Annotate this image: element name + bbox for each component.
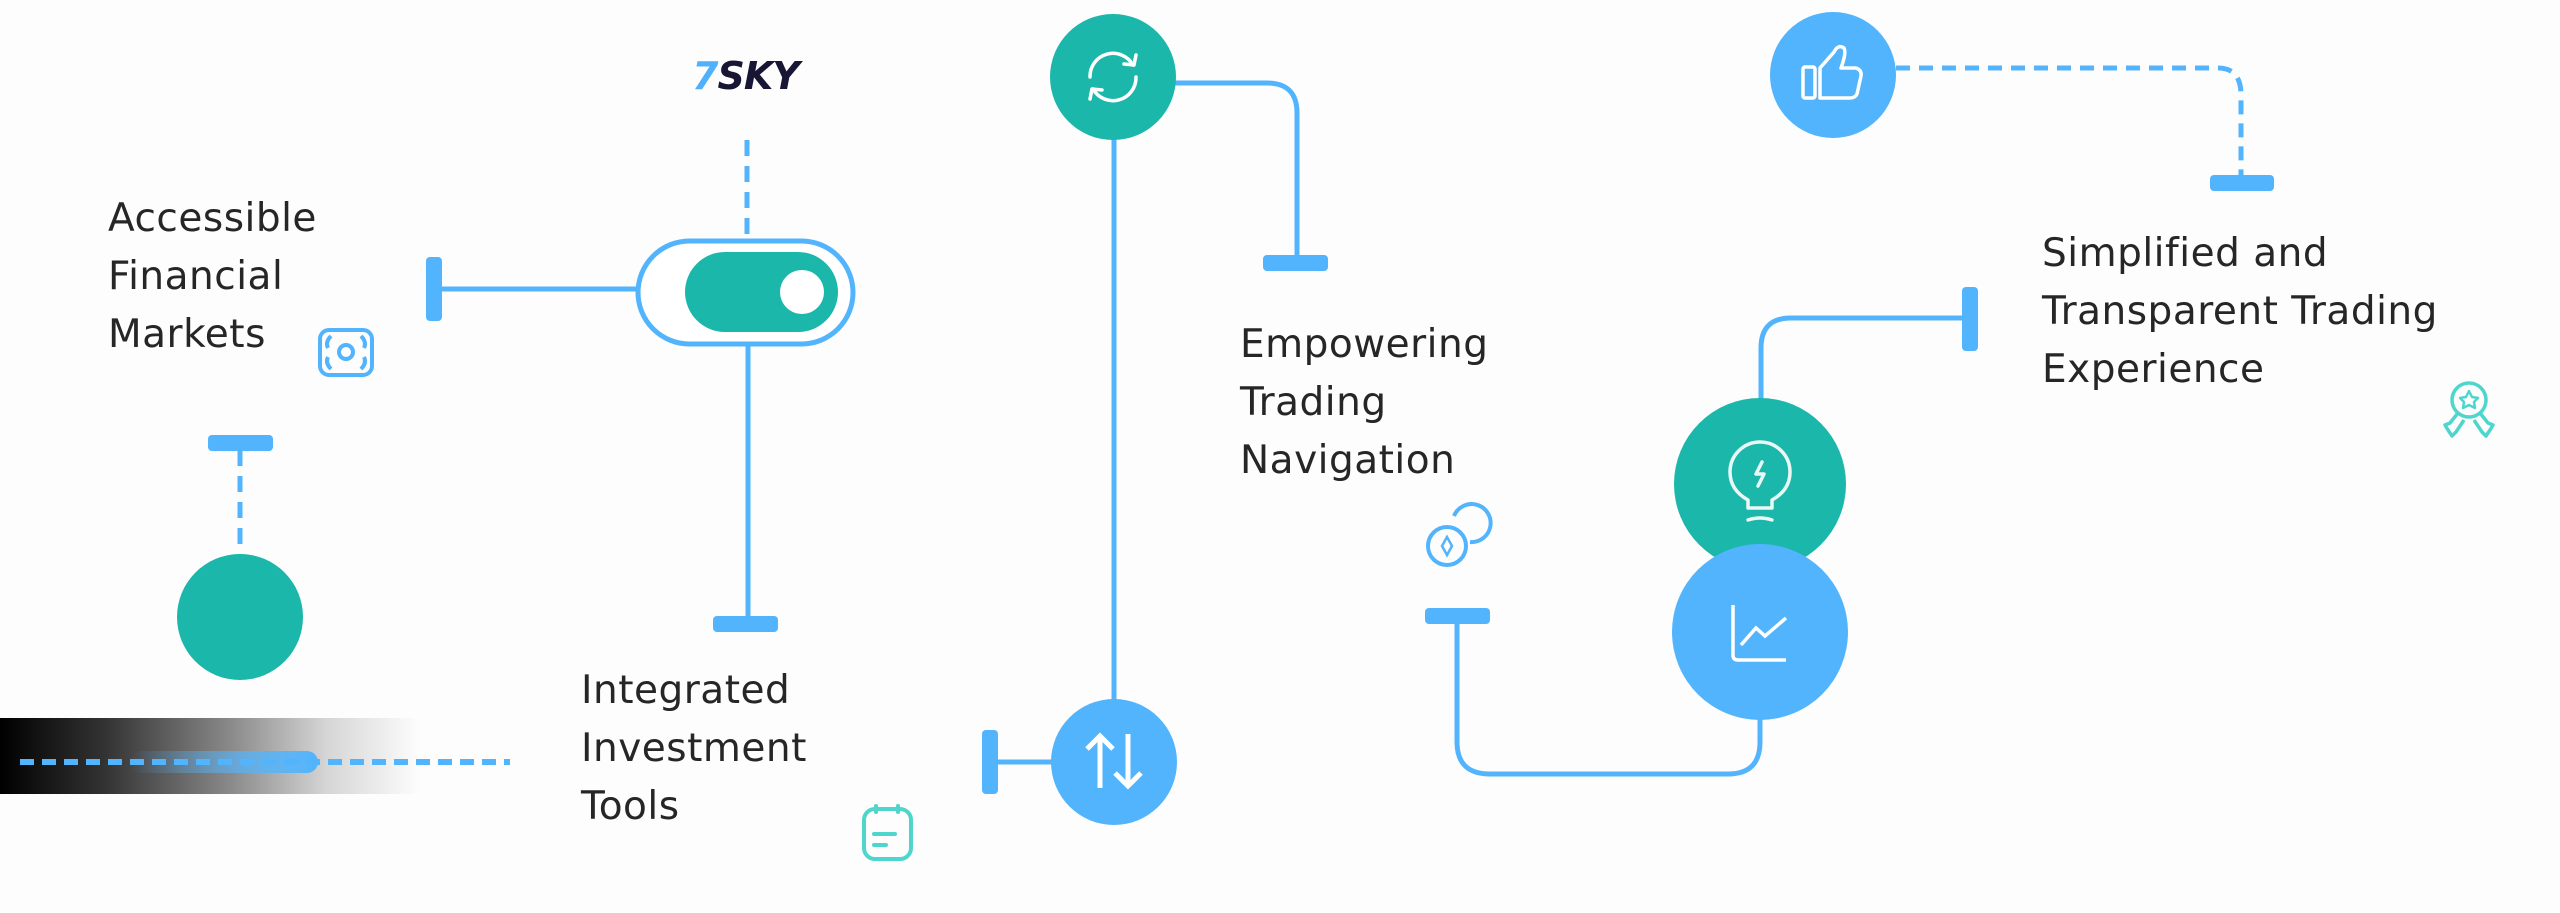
connector-simplified-dashed [1896, 65, 2244, 175]
up-down-arrows-icon [1085, 732, 1143, 790]
notepad-icon [862, 804, 913, 861]
line-chart-icon [1731, 605, 1788, 662]
feature-empowering-label: Empowering Trading Navigation [1240, 316, 1488, 490]
feature-line: Integrated [581, 668, 791, 713]
logo-name: SKY [717, 54, 799, 98]
refresh-icon [1088, 51, 1138, 103]
feature-line: Experience [2042, 347, 2265, 392]
refresh-node [1050, 14, 1176, 140]
feature-line: Markets [108, 312, 266, 357]
end-bar [1425, 608, 1490, 624]
award-badge-icon [2443, 381, 2495, 438]
feature-simplified-label: Simplified and Transparent Trading Exper… [2042, 225, 2438, 399]
thumbs-up-node [1770, 12, 1896, 138]
thumbs-up-icon [1801, 44, 1863, 100]
plain-teal-node [177, 554, 303, 680]
connector-empowering-top [1175, 80, 1300, 258]
feature-line: Navigation [1240, 438, 1456, 483]
feature-line: Tools [581, 784, 680, 829]
feature-line: Investment [581, 726, 807, 771]
end-bar [208, 435, 273, 451]
feature-line: Trading [1240, 380, 1387, 425]
progress-pill [130, 751, 318, 773]
feature-line: Simplified and [2042, 231, 2329, 276]
connector-simplified [1758, 315, 1964, 399]
money-bill-icon [318, 328, 374, 377]
idea-node [1674, 398, 1846, 570]
toggle-switch[interactable] [635, 238, 856, 347]
end-bar [713, 616, 778, 632]
feature-line: Empowering [1240, 322, 1489, 367]
feature-integrated-label: Integrated Investment Tools [581, 662, 807, 836]
feature-line: Accessible [108, 196, 317, 241]
chart-node [1672, 544, 1848, 720]
transfer-node [1051, 699, 1177, 825]
end-bar [2210, 175, 2274, 191]
end-bar [1962, 287, 1978, 351]
end-bar [982, 730, 998, 794]
end-bar [1263, 255, 1328, 271]
logo-7sky: 7SKY [692, 54, 800, 98]
feature-accessible-label: Accessible Financial Markets [108, 190, 317, 364]
logo-prefix: 7 [692, 54, 718, 98]
connector-empowering-bottom [1454, 620, 1763, 777]
feature-line: Financial [108, 254, 284, 299]
coins-icon [1426, 502, 1493, 567]
feature-line: Transparent Trading [2042, 289, 2438, 334]
lightbulb-icon [1728, 440, 1792, 522]
end-bar [426, 257, 442, 321]
